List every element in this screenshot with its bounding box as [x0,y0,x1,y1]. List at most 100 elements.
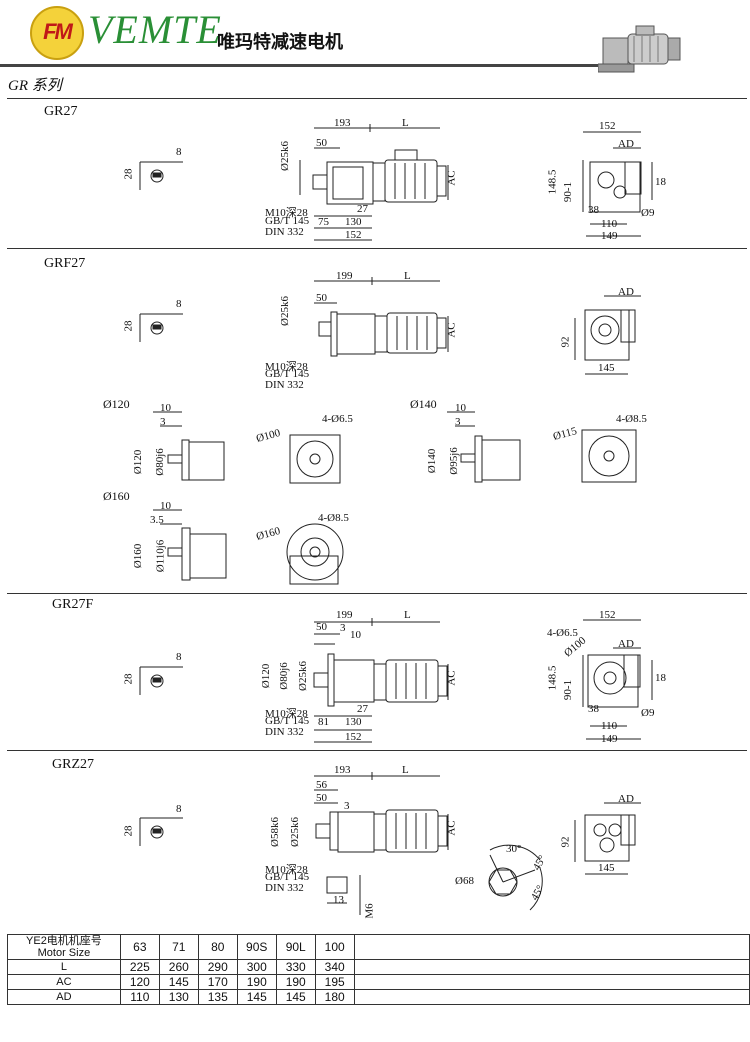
dim-152: 152 [345,229,362,241]
table-empty-cell [353,974,750,990]
end-dim-38: 38 [588,204,599,216]
table-cell: 190 [275,974,316,990]
table-row: L 225 260 290 300 330 340 [7,959,750,975]
table-empty-cell [353,934,750,960]
center-hole-din: DIN 332 [265,882,304,894]
angle-30: 30° [506,843,522,855]
end-dim-145: 145 [598,362,615,374]
page-header: FM VEMTE 唯玛特减速电机 [0,0,750,73]
dim-hollow-68: Ø68 [455,875,474,887]
table-row-label: AD [7,989,121,1005]
center-hole-din: DIN 332 [265,726,304,738]
header-rule [0,64,600,67]
dim-length-199: 199 [336,270,353,282]
center-hole-standard: GB/T 145 [265,715,310,727]
flange-160-dim-3: 3.5 [150,514,164,526]
end-dim-18: 18 [655,176,666,188]
table-cell: 63 [119,934,160,960]
end-dim-hole: Ø9 [641,207,655,219]
table-cell: 90S [236,934,277,960]
dim-13: 13 [333,894,344,906]
center-hole-thread: M10深28 [265,864,308,876]
shaft-key-width: 8 [176,298,182,310]
table-cell: 130 [158,989,199,1005]
dim-ac: AC [445,820,458,836]
flange-160-dim-10: 10 [160,500,171,512]
flange-140-dim-3: 3 [455,416,461,428]
flange-140-holes: 4-Ø8.5 [616,413,647,425]
center-hole-thread: M10深28 [265,207,308,219]
table-row: AC 120 145 170 190 190 195 [7,974,750,990]
section-label-gr27: GR27 [44,104,78,119]
flange-120-dim-3: 3 [160,416,166,428]
drawing-frame [7,98,747,1014]
section-label-grz27: GRZ27 [52,757,94,772]
end-dim-110: 110 [601,720,618,732]
table-empty-cell [353,959,750,975]
section-label-grf27: GRF27 [44,256,86,271]
table-cell: 80 [197,934,238,960]
end-dim-152: 152 [599,120,616,132]
series-title: GR 系列 [8,78,62,94]
dim-shaft-dia: Ø25k6 [288,817,301,847]
table-row: AD 110 130 135 145 145 180 [7,989,750,1005]
end-dim-ad: AD [618,138,634,150]
shaft-key-width: 8 [176,651,182,663]
end-dim-holes: 4-Ø6.5 [547,627,578,639]
center-hole-thread: M10深28 [265,361,308,373]
dim-3: 3 [344,800,350,812]
table-cell: 180 [314,989,355,1005]
end-dim-149: 149 [601,230,618,242]
flange-120-dim-10: 10 [160,402,171,414]
dim-50: 50 [316,621,327,633]
table-cell: 90L [275,934,316,960]
table-header-en: Motor Size [37,947,91,959]
flange-140-dim-10: 10 [455,402,466,414]
end-dim-92: 92 [559,836,572,848]
table-cell: 190 [236,974,277,990]
motor-size-table: YE2电机机座号 Motor Size 63 71 80 90S 90L 100… [7,934,750,1005]
dim-50: 50 [316,292,327,304]
flange-140-title: Ø140 [410,397,437,411]
table-cell: 145 [158,974,199,990]
shaft-key-width: 8 [176,803,182,815]
motor-thumbnail [598,25,681,73]
table-cell: 145 [275,989,316,1005]
shaft-height: 28 [122,825,135,837]
dim-56: 56 [316,779,327,791]
end-dim-hole: Ø9 [641,707,655,719]
table-header-row: YE2电机机座号 Motor Size 63 71 80 90S 90L 100 [7,934,750,960]
table-cell: 195 [314,974,355,990]
end-dim-ad: AD [618,286,634,298]
flange-160-title: Ø160 [103,489,130,503]
end-dim-110: 110 [601,218,618,230]
flange-120-holes: 4-Ø6.5 [322,413,353,425]
end-dim-18: 18 [655,672,666,684]
end-dim-ad: AD [618,793,634,805]
dim-m6: M6 [363,903,376,919]
table-empty-cell [353,989,750,1005]
table-cell: 340 [314,959,355,975]
center-hole-din: DIN 332 [265,226,304,238]
dim-motor-length: L [402,764,409,776]
table-row-label: AC [7,974,121,990]
dim-motor-length: L [404,609,411,621]
table-cell: 145 [236,989,277,1005]
flange-120-title: Ø120 [103,397,130,411]
shaft-key-width: 8 [176,146,182,158]
dim-10: 10 [350,629,361,641]
table-cell: 120 [119,974,160,990]
end-dim-38: 38 [588,703,599,715]
dim-152: 152 [345,731,362,743]
dim-3: 3 [340,622,346,634]
dim-length-193: 193 [334,764,351,776]
end-dim-145: 145 [598,862,615,874]
dim-motor-length: L [404,270,411,282]
dim-hub-58: Ø58k6 [268,817,281,847]
table-header-cn: YE2电机机座号 [26,935,102,947]
table-cell: 290 [197,959,238,975]
